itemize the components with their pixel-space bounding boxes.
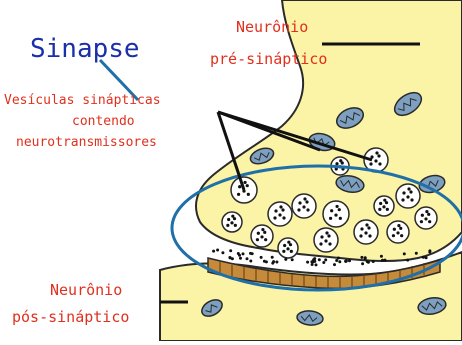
neurotransmitter-dot bbox=[380, 255, 383, 258]
neurotransmitter-dot bbox=[372, 260, 375, 263]
neurotransmitter-dot bbox=[212, 250, 215, 253]
neurotransmitter-dot bbox=[311, 263, 314, 266]
neurotransmitter-dot bbox=[384, 259, 387, 262]
synaptic-vesicle bbox=[314, 228, 338, 252]
neurotransmitter-dot bbox=[403, 252, 406, 255]
postsynaptic-label-line1: Neurônio bbox=[50, 283, 122, 298]
neurotransmitter-dot bbox=[216, 249, 219, 252]
neurotransmitter-dot bbox=[306, 261, 309, 264]
synaptic-vesicle bbox=[396, 184, 420, 208]
vesicles-label-line1: Vesículas sinápticas bbox=[4, 94, 161, 107]
neurotransmitter-dot bbox=[260, 256, 263, 259]
neurotransmitter-dot bbox=[271, 256, 274, 259]
vesicles-label-line2: contendo bbox=[72, 115, 135, 128]
neurotransmitter-dot bbox=[364, 257, 367, 260]
neurotransmitter-dot bbox=[249, 252, 252, 255]
neurotransmitter-dot bbox=[337, 257, 340, 260]
neurotransmitter-dot bbox=[367, 261, 370, 264]
synaptic-vesicle bbox=[268, 202, 292, 226]
postsynaptic-label-line2: pós-sináptico bbox=[12, 310, 129, 325]
diagram-title: Sinapse bbox=[30, 36, 140, 62]
neurotransmitter-dot bbox=[428, 251, 431, 254]
neurotransmitter-dot bbox=[231, 257, 234, 260]
synaptic-vesicle bbox=[415, 207, 437, 229]
neurotransmitter-dot bbox=[239, 257, 242, 260]
neurotransmitter-dot bbox=[361, 262, 364, 265]
synaptic-vesicle bbox=[222, 212, 242, 232]
neurotransmitter-dot bbox=[415, 252, 418, 255]
neurotransmitter-dot bbox=[324, 258, 327, 261]
synaptic-vesicle bbox=[387, 221, 409, 243]
neurotransmitter-dot bbox=[318, 258, 321, 261]
neurotransmitter-dot bbox=[313, 257, 316, 260]
neurotransmitter-dot bbox=[229, 249, 232, 252]
neurotransmitter-dot bbox=[333, 263, 336, 266]
neurotransmitter-dot bbox=[360, 256, 363, 259]
synaptic-vesicle bbox=[251, 225, 273, 247]
neurotransmitter-dot bbox=[315, 263, 318, 266]
synaptic-vesicle bbox=[354, 220, 378, 244]
neurotransmitter-dot bbox=[242, 252, 245, 255]
neurotransmitter-dot bbox=[406, 259, 409, 262]
neurotransmitter-dot bbox=[348, 259, 351, 262]
neurotransmitter-dot bbox=[291, 258, 294, 261]
neurotransmitter-dot bbox=[249, 260, 252, 263]
neurotransmitter-dot bbox=[425, 256, 428, 259]
synaptic-vesicle bbox=[278, 238, 298, 258]
synaptic-vesicle bbox=[292, 194, 316, 218]
presynaptic-label-line1: Neurônio bbox=[236, 20, 308, 35]
presynaptic-label-line2: pré-sináptico bbox=[210, 52, 327, 67]
neurotransmitter-dot bbox=[246, 257, 249, 260]
neurotransmitter-dot bbox=[313, 260, 316, 263]
synaptic-vesicle bbox=[323, 201, 349, 227]
neurotransmitter-dot bbox=[338, 260, 341, 263]
neurotransmitter-dot bbox=[284, 258, 287, 261]
neurotransmitter-dot bbox=[322, 261, 325, 264]
neurotransmitter-dot bbox=[263, 260, 266, 263]
neurotransmitter-dot bbox=[422, 256, 425, 259]
neurotransmitter-dot bbox=[381, 259, 384, 262]
neurotransmitter-dot bbox=[275, 261, 278, 264]
neurotransmitter-dot bbox=[221, 251, 224, 254]
neurotransmitter-dot bbox=[310, 260, 313, 263]
neurotransmitter-dot bbox=[335, 259, 338, 262]
neurotransmitter-dot bbox=[271, 262, 274, 265]
synaptic-vesicle bbox=[374, 196, 394, 216]
neurotransmitter-dot bbox=[238, 254, 241, 257]
neurotransmitter-dot bbox=[344, 260, 347, 263]
vesicles-label-line3: neurotransmissores bbox=[16, 136, 157, 149]
